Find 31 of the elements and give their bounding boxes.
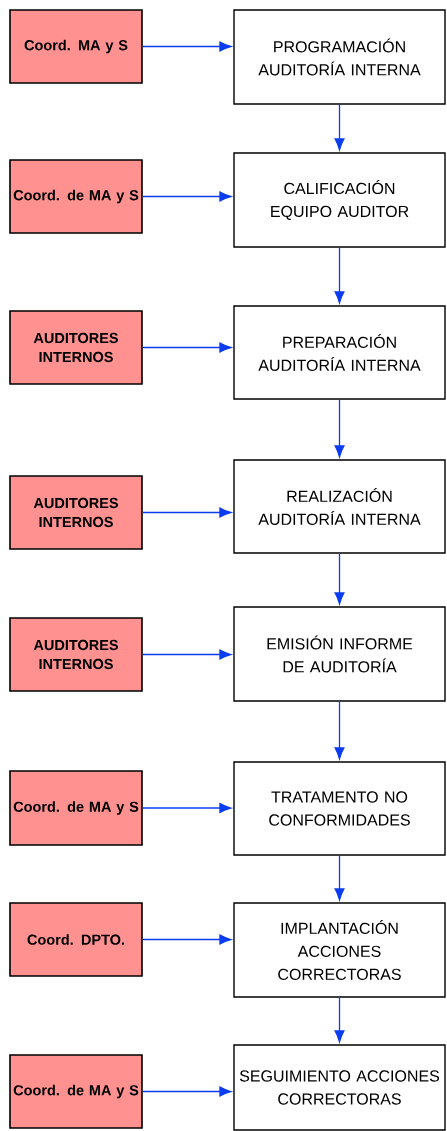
- arrow: [142, 342, 232, 353]
- process-box: TRATAMENTO NO CONFORMIDADES: [233, 761, 446, 856]
- process-box: REALIZACIÓN AUDITORÍA INTERNA: [233, 459, 446, 554]
- role-box: Coord. de MA y S: [9, 159, 143, 234]
- arrow: [142, 934, 232, 945]
- arrow: [334, 997, 345, 1043]
- arrow: [334, 553, 345, 605]
- process-box: PREPARACIÓN AUDITORÍA INTERNA: [233, 305, 446, 400]
- role-box: Coord. MA y S: [9, 9, 143, 84]
- arrow: [142, 41, 232, 52]
- arrow: [142, 649, 232, 660]
- role-box: AUDITORES INTERNOS: [9, 475, 143, 550]
- arrow: [334, 247, 345, 304]
- arrow: [334, 104, 345, 151]
- process-box: PROGRAMACIÓN AUDITORÍA INTERNA: [233, 9, 446, 105]
- role-box: Coord. de MA y S: [9, 770, 143, 846]
- arrow: [142, 507, 232, 518]
- arrow: [334, 701, 345, 760]
- arrow: [142, 191, 232, 202]
- process-box: SEGUIMIENTO ACCIONES CORRECTORAS: [233, 1044, 446, 1131]
- arrow: [142, 1086, 232, 1097]
- role-box: AUDITORES INTERNOS: [9, 617, 143, 692]
- arrow: [334, 399, 345, 458]
- process-box: CALIFICACIÓN EQUIPO AUDITOR: [233, 152, 446, 248]
- process-box: IMPLANTACIÓN ACCIONES CORRECTORAS: [233, 902, 446, 998]
- role-box: Coord. de MA y S: [9, 1054, 143, 1129]
- role-box: AUDITORES INTERNOS: [9, 310, 143, 385]
- arrow: [142, 803, 232, 813]
- arrow: [334, 855, 345, 901]
- role-box: Coord. DPTO.: [9, 902, 143, 977]
- process-box: EMISIÓN INFORME DE AUDITORÍA: [233, 606, 446, 702]
